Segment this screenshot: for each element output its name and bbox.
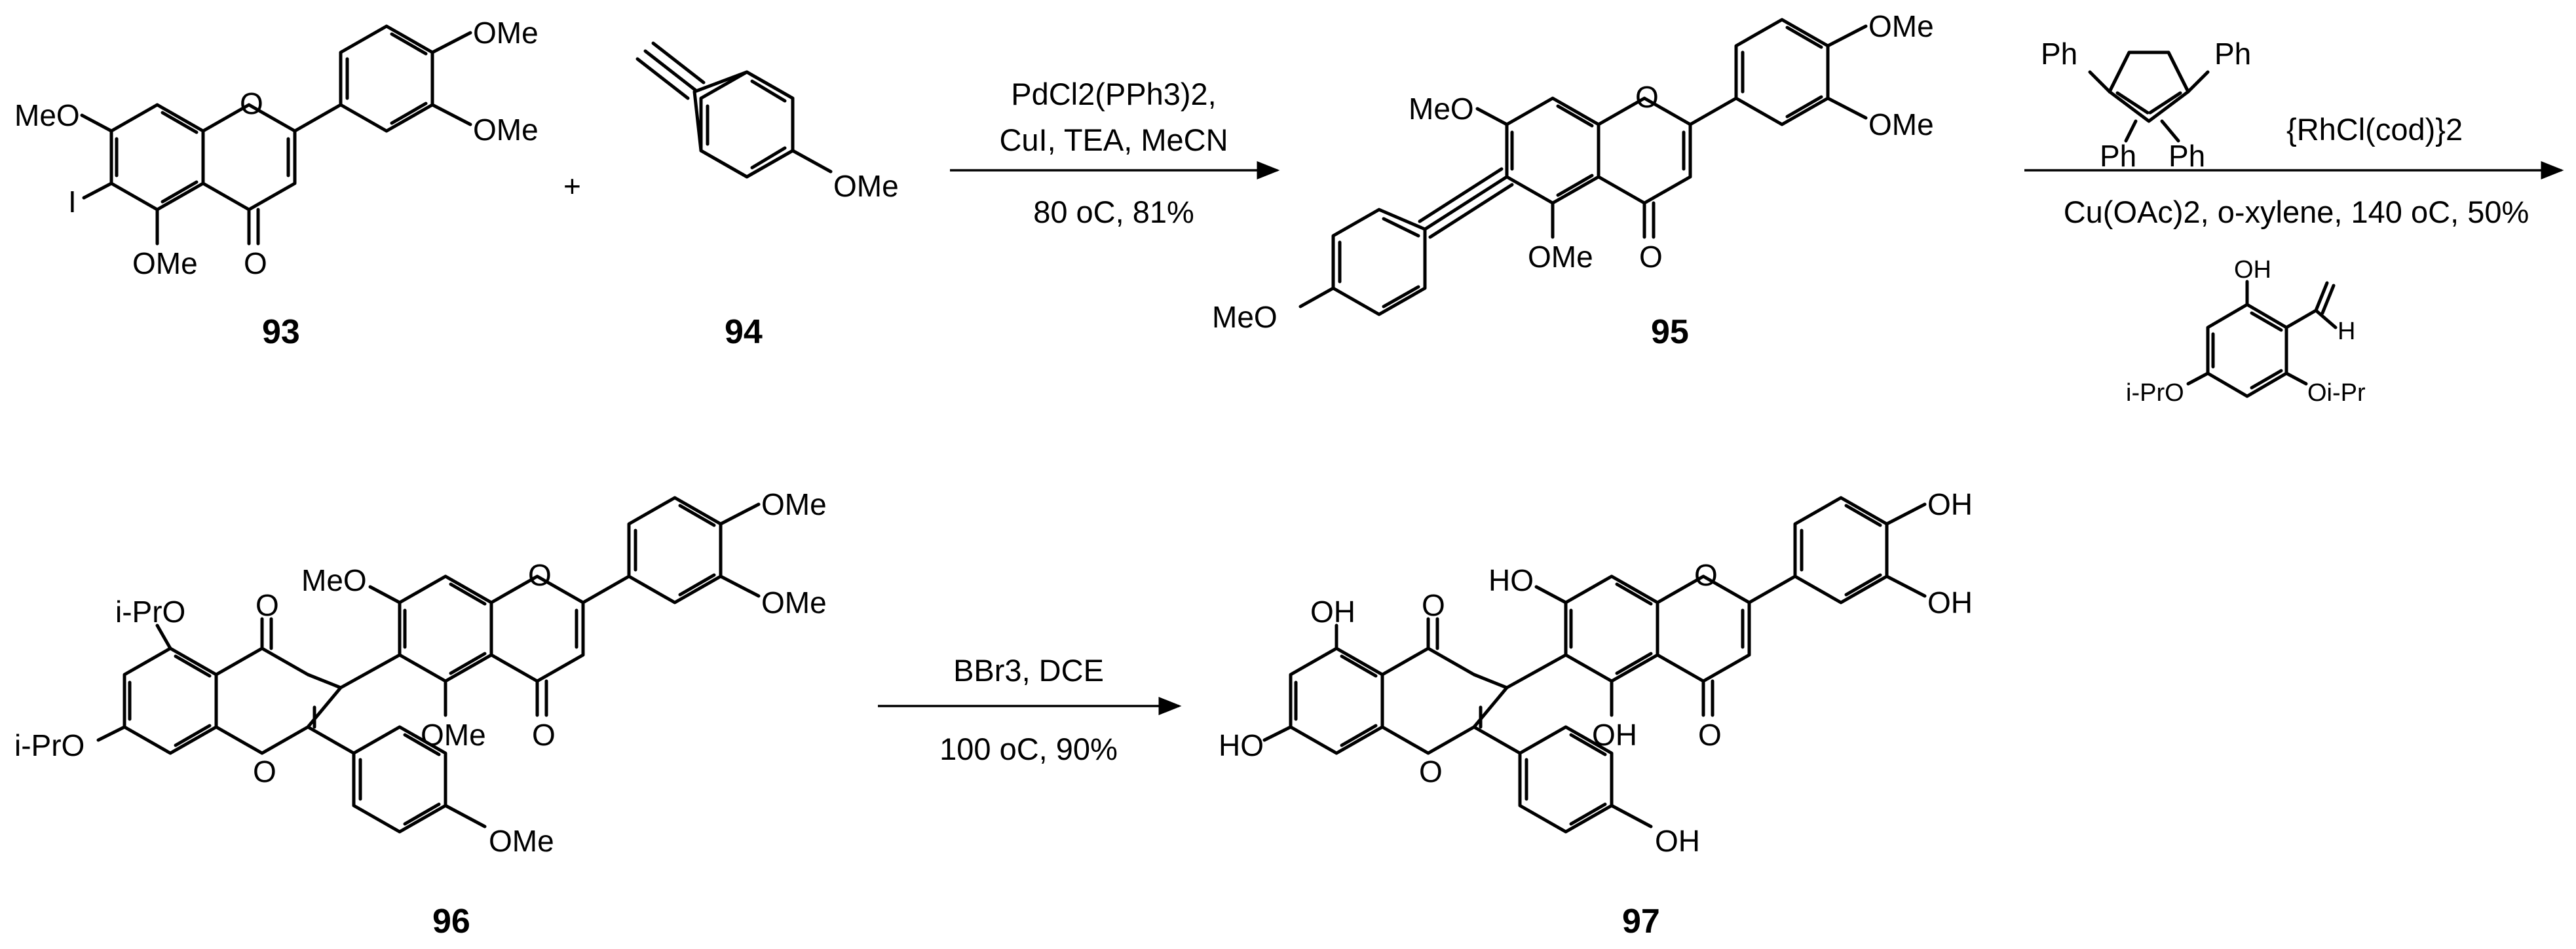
label-carbonyl-oxygen: O <box>256 588 279 622</box>
label-hydroxyl: OH <box>1655 824 1700 858</box>
compound-number: 95 <box>1651 313 1689 351</box>
compound-93-bonds <box>80 24 472 246</box>
label-hydroxyl: OH <box>1310 595 1355 629</box>
reaction-arrow-step1: PdCl2(PPh3)2, CuI, TEA, MeCN 80 oC, 81% <box>950 77 1280 229</box>
compound-number: 96 <box>432 902 470 940</box>
tetraphenyl-bonds <box>2088 50 2210 143</box>
label-isopropoxy: i-PrO <box>14 728 85 762</box>
compound-95: OMe OMe MeO O OMe O MeO 95 <box>1212 9 1934 351</box>
label-hydroxyl: OH <box>1927 487 1973 521</box>
label-ome: OMe <box>421 718 486 752</box>
salicylaldehyde-bonds <box>2186 280 2338 398</box>
label-meo: MeO <box>1409 92 1474 126</box>
label-ome: OMe <box>132 246 198 280</box>
label-phenyl: Ph <box>2100 139 2136 173</box>
label-ome: OMe <box>1868 107 1934 141</box>
label-meo: MeO <box>301 563 367 597</box>
label-ome: OMe <box>833 169 899 203</box>
compound-number: 97 <box>1622 902 1660 940</box>
label-carbonyl-oxygen: O <box>1422 588 1445 622</box>
reagent-text: CuI, TEA, MeCN <box>999 122 1228 157</box>
reaction-arrow-step3: BBr3, DCE 100 oC, 90% <box>878 653 1182 766</box>
label-phenyl: Ph <box>2214 37 2251 71</box>
label-hydroxyl: OH <box>2234 256 2271 284</box>
condition-text: 80 oC, 81% <box>1033 195 1194 229</box>
label-ring-oxygen: O <box>528 558 552 592</box>
compound-number: 93 <box>262 313 300 351</box>
label-isopropoxy: Oi-Pr <box>2307 379 2366 407</box>
label-isopropoxy: i-PrO <box>115 595 185 629</box>
compound-97-bonds <box>1262 496 1927 834</box>
label-ome: OMe <box>473 16 539 50</box>
label-isopropoxy: i-PrO <box>2126 379 2184 407</box>
label-ome: OMe <box>761 487 827 521</box>
label-hydroxyl: OH <box>1927 586 1973 620</box>
compound-94: OMe 94 <box>635 41 899 351</box>
reaction-arrow-step2: Cu(OAc)2, o-xylene, 140 oC, 50% <box>2024 161 2564 229</box>
label-ring-oxygen: O <box>253 754 276 789</box>
label-ome: OMe <box>1868 9 1934 43</box>
reagent-salicylaldehyde: OH H i-PrO Oi-Pr <box>2126 256 2366 407</box>
compound-96-bonds <box>96 496 761 834</box>
compound-95-bonds <box>1298 18 1868 316</box>
compound-94-bonds <box>635 41 833 179</box>
label-aldehyde-h: H <box>2338 318 2355 345</box>
label-iodo: I <box>68 185 77 219</box>
catalyst-text: {RhCl(cod)}2 <box>2286 112 2463 147</box>
label-ome: OMe <box>1528 240 1593 274</box>
label-meo: MeO <box>14 98 80 132</box>
reagent-text: BBr3, DCE <box>953 653 1104 688</box>
label-carbonyl-oxygen: O <box>244 246 267 280</box>
label-meo: MeO <box>1212 300 1278 334</box>
label-ring-oxygen: O <box>240 86 263 121</box>
label-ome: OMe <box>473 113 539 147</box>
label-carbonyl-oxygen: O <box>1639 240 1663 274</box>
label-ome: OMe <box>761 586 827 620</box>
label-hydroxyl: HO <box>1219 728 1264 762</box>
compound-number: 94 <box>725 313 763 351</box>
label-carbonyl-oxygen: O <box>1698 718 1722 752</box>
condition-text: Cu(OAc)2, o-xylene, 140 oC, 50% <box>2064 195 2529 229</box>
label-phenyl: Ph <box>2169 139 2205 173</box>
label-hydroxyl: HO <box>1488 563 1534 597</box>
label-ome: OMe <box>489 824 554 858</box>
label-ring-oxygen: O <box>1635 80 1659 114</box>
reagent-tetraphenylcyclopentadiene: Ph Ph Ph Ph <box>2041 37 2251 173</box>
condition-text: 100 oC, 90% <box>939 732 1118 766</box>
label-carbonyl-oxygen: O <box>532 718 556 752</box>
label-ring-oxygen: O <box>1694 558 1718 592</box>
label-hydroxyl: OH <box>1592 718 1637 752</box>
compound-97: OH OH HO O OH O OH HO O O OH 97 <box>1219 487 1973 940</box>
label-phenyl: Ph <box>2041 37 2077 71</box>
plus-sign: + <box>563 169 581 203</box>
label-ring-oxygen: O <box>1419 754 1443 789</box>
reagent-text: PdCl2(PPh3)2, <box>1011 77 1217 111</box>
compound-96: OMe OMe MeO O OMe O i-PrO i-PrO O O OMe … <box>14 487 827 940</box>
compound-93: OMe OMe MeO O I OMe O 93 <box>14 16 539 351</box>
